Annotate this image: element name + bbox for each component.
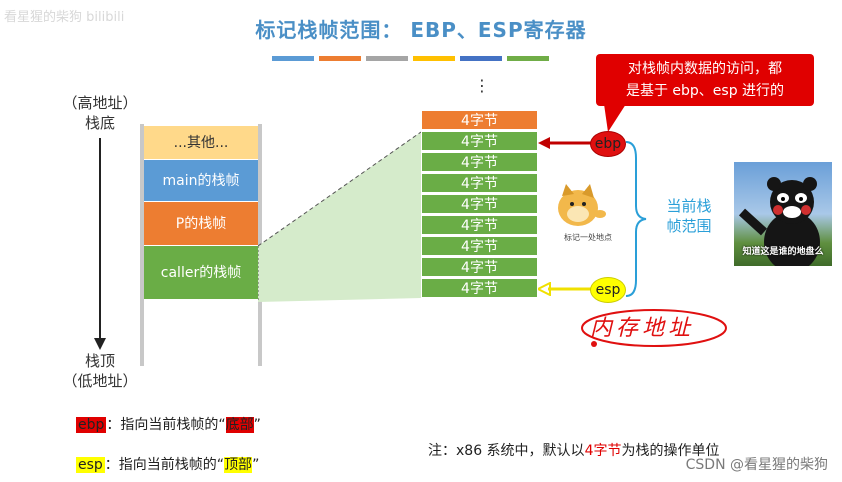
frame-cell: 4字节 bbox=[421, 278, 538, 298]
esp-note-reg: esp bbox=[76, 457, 105, 473]
frame-range-line-2: 帧范围 bbox=[666, 217, 712, 235]
callout-pointer bbox=[604, 104, 626, 132]
kumamon-meme-image: 知道这是谁的地盘么 bbox=[734, 162, 832, 266]
ebp-note-reg: ebp bbox=[76, 417, 107, 433]
frame-cell: 4字节 bbox=[421, 131, 538, 151]
esp-note-close: ” bbox=[252, 457, 260, 473]
ebp-note: ebp：指向当前栈帧的“底部” bbox=[76, 414, 261, 434]
stack-block-caller: caller的栈帧 bbox=[144, 246, 258, 300]
frame-range-line-1: 当前栈 bbox=[666, 197, 712, 215]
stack-block-main: main的栈帧 bbox=[144, 160, 258, 202]
ebp-note-highlight: 底部 bbox=[225, 417, 254, 433]
stack-top-label: 栈顶 bbox=[84, 352, 115, 370]
high-address-label: （高地址） bbox=[62, 94, 138, 112]
handwriting-text: 内存地址 bbox=[590, 316, 695, 341]
color-strip-segment bbox=[366, 56, 408, 61]
more-dots: ⋮ bbox=[474, 76, 490, 95]
color-strip-segment bbox=[460, 56, 502, 61]
esp-note-text: ：指向当前栈帧的“ bbox=[104, 457, 225, 473]
footnote: 注：x86 系统中，默认以4字节为栈的操作单位 bbox=[428, 440, 719, 460]
ebp-note-close: ” bbox=[253, 417, 261, 433]
sticker-caption: 标记一处地点 bbox=[564, 233, 612, 242]
frame-cell: 4字节 bbox=[421, 257, 538, 277]
color-strip-segment bbox=[319, 56, 361, 61]
low-address-label: （低地址） bbox=[62, 372, 138, 390]
footnote-highlight: 4字节 bbox=[584, 443, 622, 459]
frame-cell: 4字节 bbox=[421, 215, 538, 235]
callout-line-2: 是基于 ebp、esp 进行的 bbox=[625, 83, 785, 99]
footnote-suffix: 为栈的操作单位 bbox=[621, 443, 720, 459]
watermark-top: 看星猩的柴狗 bilibili bbox=[4, 10, 125, 25]
esp-register-badge: esp bbox=[590, 277, 626, 303]
color-strip-segment bbox=[272, 56, 314, 61]
ebp-register-badge: ebp bbox=[590, 131, 626, 157]
doge-sticker-icon bbox=[558, 184, 606, 226]
esp-note: esp：指向当前栈帧的“顶部” bbox=[76, 454, 259, 474]
kumamon-icon bbox=[738, 177, 820, 266]
frame-cell: 4字节 bbox=[421, 194, 538, 214]
watermark-bottom: CSDN @看星猩的柴狗 bbox=[685, 457, 828, 473]
zoom-wedge bbox=[258, 131, 422, 302]
range-brace bbox=[625, 141, 647, 297]
page-title: 标记栈帧范围： EBP、ESP寄存器 bbox=[255, 18, 587, 42]
callout-bubble: 对栈帧内数据的访问，都 是基于 ebp、esp 进行的 bbox=[596, 54, 814, 106]
esp-note-highlight: 顶部 bbox=[224, 457, 253, 473]
esp-arrow-icon bbox=[538, 282, 594, 296]
frame-cell: 4字节 bbox=[421, 152, 538, 172]
memory-stack: ...其他... main的栈帧 P的栈帧 caller的栈帧 bbox=[140, 124, 262, 366]
handwriting-annotation bbox=[581, 309, 727, 347]
color-strip-segment bbox=[507, 56, 549, 61]
frame-range-label: 当前栈 帧范围 bbox=[654, 196, 724, 236]
color-strip-segment bbox=[413, 56, 455, 61]
ebp-arrow-icon bbox=[538, 137, 594, 149]
frame-cell: 4字节 bbox=[421, 236, 538, 256]
callout-line-1: 对栈帧内数据的访问，都 bbox=[628, 61, 782, 77]
meme-caption: 知道这是谁的地盘么 bbox=[742, 247, 824, 257]
stack-bottom-label: 栈底 bbox=[84, 114, 115, 132]
stack-block-p: P的栈帧 bbox=[144, 202, 258, 246]
down-arrow-icon bbox=[94, 138, 106, 350]
frame-cell: 4字节 bbox=[421, 173, 538, 193]
frame-cell-above: 4字节 bbox=[421, 110, 538, 130]
footnote-prefix: 注：x86 系统中，默认以 bbox=[428, 443, 585, 459]
stack-block-other: ...其他... bbox=[144, 126, 258, 160]
ebp-note-text: ：指向当前栈帧的“ bbox=[106, 417, 226, 433]
